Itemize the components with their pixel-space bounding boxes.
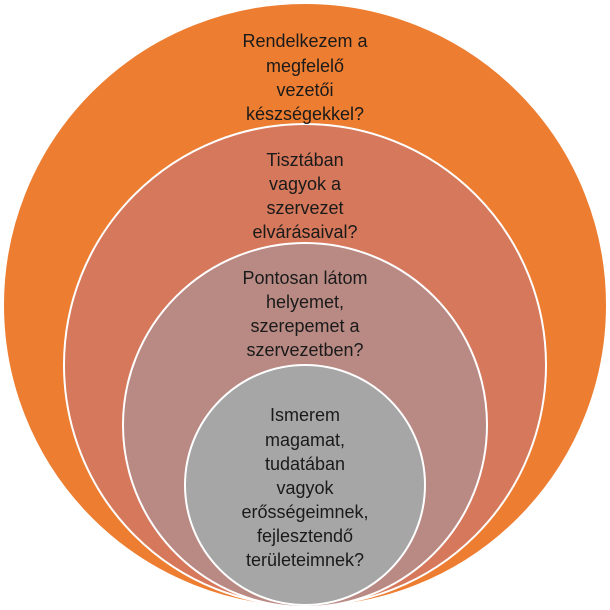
label-line: vagyok a [269,174,342,194]
label-line: erősségeimnek, [241,502,368,522]
label-line: Pontosan látom [242,268,367,288]
label-line: fejlesztendő [257,526,353,546]
label-line: helyemet, [266,292,344,312]
label-line: elvárásaival? [252,222,357,242]
label-line: megfelelő [266,56,344,76]
label-level-3: Pontosan látom helyemet, szerepemet a sz… [242,268,367,360]
label-line: szervezetben? [246,340,363,360]
label-line: magamat, [265,430,345,450]
label-line: készségekkel? [246,104,364,124]
label-line: Tisztában [266,150,343,170]
label-line: szervezet [266,198,343,218]
label-line: tudatában [265,454,345,474]
label-line: vezetői [276,80,333,100]
label-level-1: Rendelkezem a megfelelő vezetői készsége… [242,31,368,124]
label-line: Ismerem [270,405,340,425]
circle-level-4 [184,364,426,606]
label-level-2: Tisztában vagyok a szervezet elvárásaiva… [252,150,357,242]
label-line: Rendelkezem a [242,31,368,51]
label-line: vagyok [276,478,334,498]
label-line: területeimnek? [246,550,364,570]
label-level-4: Ismerem magamat, tudatában vagyok erőssé… [241,405,368,570]
label-line: szerepemet a [250,316,360,336]
